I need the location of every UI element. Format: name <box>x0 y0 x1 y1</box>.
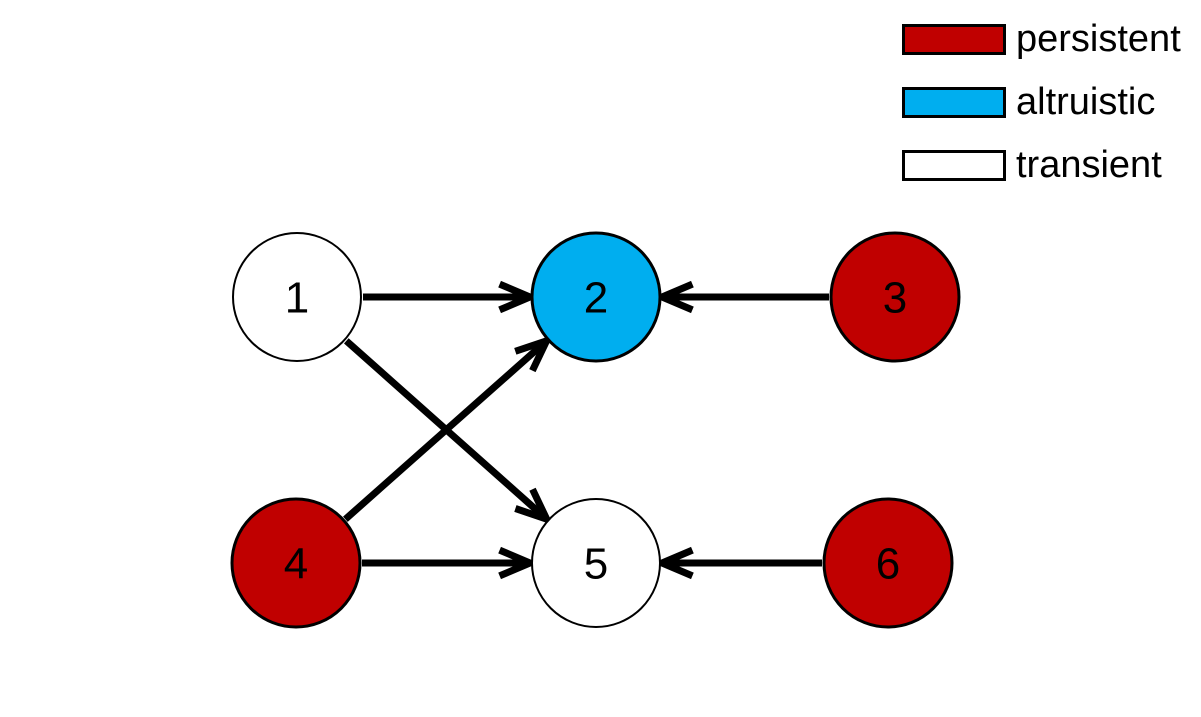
node-circle-5[interactable] <box>531 498 661 628</box>
node-circle-2[interactable] <box>530 231 662 363</box>
node-label-1: 1 <box>285 274 309 323</box>
node-6[interactable]: 6 <box>822 497 954 629</box>
edge-4-to-2 <box>343 334 554 522</box>
edges-layer <box>343 280 829 580</box>
edge-3-to-2 <box>653 280 829 314</box>
legend-row-transient: transient <box>902 146 1162 184</box>
node-label-6: 6 <box>876 540 900 589</box>
legend-label-persistent: persistent <box>1016 18 1181 60</box>
edge-1-to-2 <box>363 280 539 314</box>
edge-line <box>343 338 549 522</box>
node-3[interactable]: 3 <box>829 231 961 363</box>
node-label-2: 2 <box>584 274 608 323</box>
node-4[interactable]: 4 <box>230 497 362 629</box>
edge-6-to-5 <box>653 546 822 580</box>
legend-row-persistent: persistent <box>902 20 1181 58</box>
legend-row-altruistic: altruistic <box>902 83 1155 121</box>
arrowhead <box>653 546 694 580</box>
node-circle-1[interactable] <box>232 232 362 362</box>
arrowhead <box>653 280 694 314</box>
node-circle-4[interactable] <box>230 497 362 629</box>
node-circle-6[interactable] <box>822 497 954 629</box>
node-1[interactable]: 1 <box>232 232 362 362</box>
nodes-layer: 1 2 3 4 5 6 <box>230 231 961 629</box>
legend-swatch-altruistic <box>902 86 1006 118</box>
node-2[interactable]: 2 <box>530 231 662 363</box>
arrowhead <box>514 334 554 373</box>
node-5[interactable]: 5 <box>531 498 661 628</box>
legend-label-altruistic: altruistic <box>1016 81 1156 123</box>
legend-swatch-transient <box>902 149 1006 181</box>
legend-swatch-persistent <box>902 23 1006 55</box>
edge-4-to-5 <box>362 546 539 580</box>
node-circle-3[interactable] <box>829 231 961 363</box>
node-label-3: 3 <box>883 274 907 323</box>
node-label-4: 4 <box>284 540 308 589</box>
legend-label-transient: transient <box>1016 144 1162 186</box>
arrowhead <box>498 280 539 314</box>
arrowhead <box>498 546 539 580</box>
node-label-5: 5 <box>584 540 608 589</box>
arrowhead <box>514 487 554 526</box>
